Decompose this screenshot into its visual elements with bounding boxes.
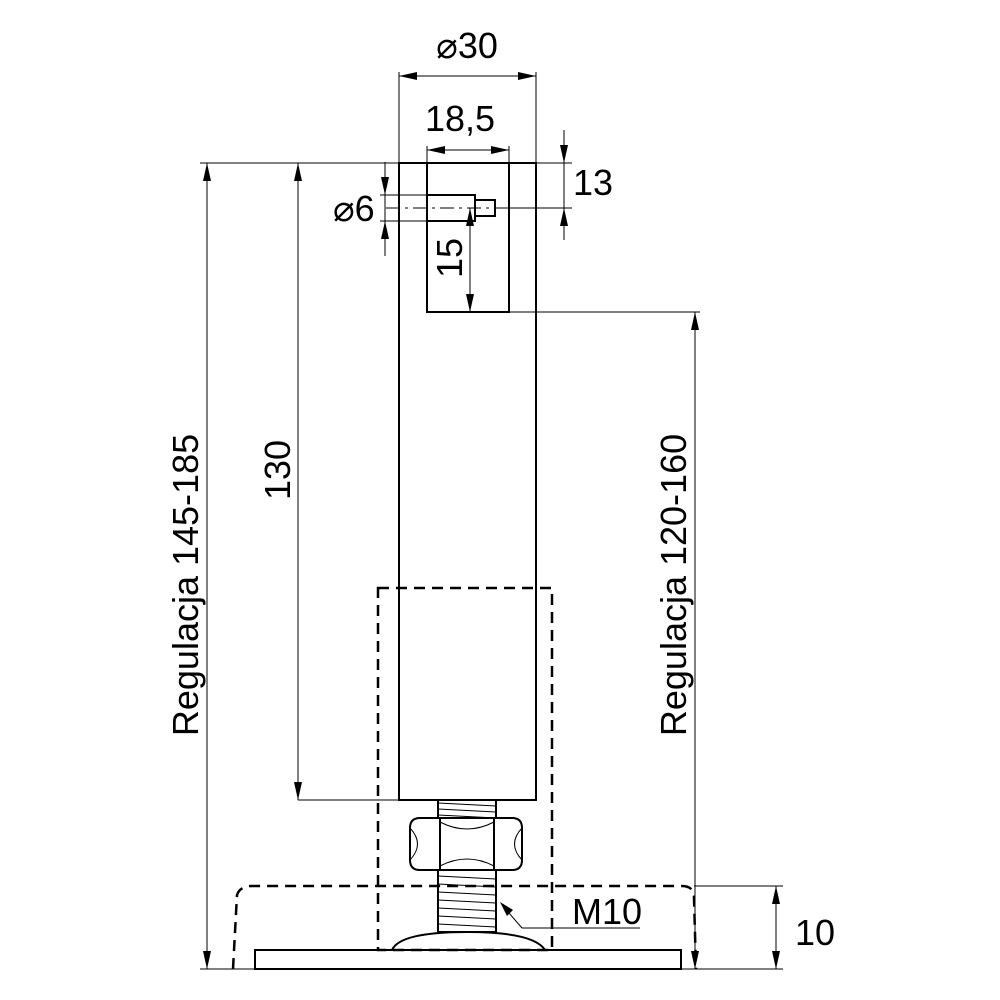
ball-joint (391, 930, 546, 951)
dim-slot-depth: 15 (429, 238, 470, 278)
dim-slot-width: 18,5 (425, 98, 495, 139)
dim-outer-diameter: ⌀30 (436, 25, 498, 66)
top-slot (426, 163, 510, 313)
inner-tube-hidden (376, 586, 554, 952)
dim-base-height: 10 (795, 912, 835, 953)
threaded-rod (437, 799, 497, 933)
dim-adjust-left: Regulacja 145-185 (165, 434, 206, 736)
dim-tube-length: 130 (257, 440, 298, 500)
hex-nut (409, 817, 523, 871)
dim-adjust-right: Regulacja 120-160 (653, 434, 694, 736)
base-cap-hidden (231, 884, 698, 970)
base-plate (254, 949, 682, 970)
dim-pin-diameter: ⌀6 (333, 188, 375, 229)
dim-slot-offset: 13 (573, 162, 613, 203)
thread-label: M10 (572, 891, 642, 932)
